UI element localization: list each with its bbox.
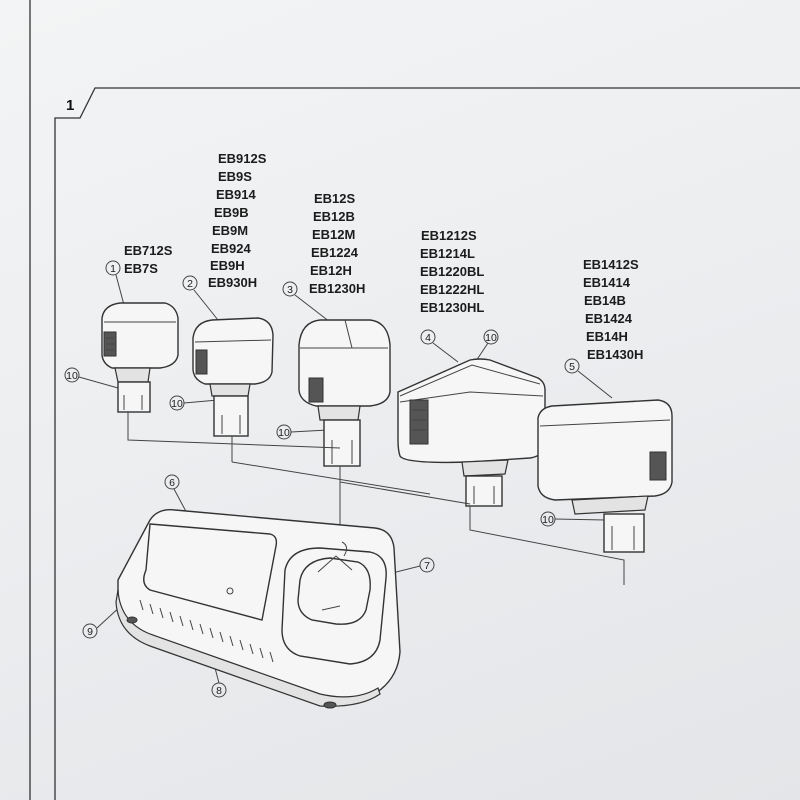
model-label: EB1230HL bbox=[420, 300, 484, 315]
battery-3 bbox=[298, 319, 391, 467]
model-list-4: EB1212S EB1214L EB1220BL EB1222HL EB1230… bbox=[420, 228, 484, 315]
model-label: EB1222HL bbox=[420, 282, 484, 297]
model-label: EB14B bbox=[584, 293, 626, 308]
figure-frame-tab bbox=[54, 87, 800, 800]
model-label: EB12M bbox=[312, 227, 355, 242]
model-list-1: EB712S EB7S bbox=[124, 243, 173, 276]
svg-text:10: 10 bbox=[542, 514, 554, 526]
model-label: EB1430H bbox=[587, 347, 643, 362]
callout-10-a: 10 bbox=[64, 367, 119, 389]
svg-text:6: 6 bbox=[169, 477, 175, 489]
charger bbox=[115, 509, 401, 709]
svg-text:7: 7 bbox=[424, 560, 430, 572]
svg-text:10: 10 bbox=[66, 370, 78, 382]
svg-text:5: 5 bbox=[569, 361, 575, 373]
model-label: EB924 bbox=[211, 241, 252, 256]
model-label: EB1414 bbox=[583, 275, 631, 290]
svg-text:1: 1 bbox=[110, 263, 116, 275]
callout-10-e: 10 bbox=[540, 511, 606, 527]
model-label: EB912S bbox=[218, 151, 267, 166]
model-label: EB1214L bbox=[420, 246, 475, 261]
model-label: EB1212S bbox=[421, 228, 477, 243]
model-label: EB14H bbox=[586, 329, 628, 344]
model-label: EB9H bbox=[210, 258, 245, 273]
svg-text:9: 9 bbox=[87, 626, 93, 638]
model-label: EB9B bbox=[214, 205, 249, 220]
callout-2: 2 bbox=[182, 275, 219, 321]
model-label: EB9M bbox=[212, 223, 248, 238]
model-label: EB1412S bbox=[583, 257, 639, 272]
svg-text:3: 3 bbox=[287, 284, 293, 296]
battery-5 bbox=[537, 399, 673, 553]
model-label: EB930H bbox=[208, 275, 257, 290]
model-label: EB1220BL bbox=[420, 264, 484, 279]
svg-text:2: 2 bbox=[187, 278, 193, 290]
model-label: EB12H bbox=[310, 263, 352, 278]
battery-4 bbox=[397, 358, 546, 507]
model-label: EB712S bbox=[124, 243, 173, 258]
model-label: EB1230H bbox=[309, 281, 365, 296]
model-label: EB1224 bbox=[311, 245, 359, 260]
svg-text:8: 8 bbox=[216, 685, 222, 697]
svg-text:10: 10 bbox=[278, 427, 290, 439]
callout-10-b: 10 bbox=[169, 395, 219, 411]
model-list-3: EB12S EB12B EB12M EB1224 EB12H EB1230H bbox=[309, 191, 365, 296]
callout-3: 3 bbox=[282, 281, 331, 323]
model-label: EB7S bbox=[124, 261, 158, 276]
figure-number: 1 bbox=[66, 97, 74, 114]
svg-text:10: 10 bbox=[171, 398, 183, 410]
callout-5: 5 bbox=[564, 358, 613, 399]
model-label: EB1424 bbox=[585, 311, 633, 326]
model-label: EB12S bbox=[314, 191, 356, 206]
callout-4: 4 bbox=[420, 329, 459, 363]
battery-2 bbox=[192, 317, 274, 437]
callout-1: 1 bbox=[105, 260, 125, 306]
callout-10-c: 10 bbox=[276, 424, 329, 440]
model-label: EB9S bbox=[218, 169, 252, 184]
svg-text:10: 10 bbox=[485, 332, 497, 344]
model-label: EB914 bbox=[216, 187, 257, 202]
model-list-2: EB912S EB9S EB914 EB9B EB9M EB924 EB9H E… bbox=[208, 151, 267, 290]
battery-1 bbox=[101, 302, 179, 413]
model-label: EB12B bbox=[313, 209, 355, 224]
model-list-5: EB1412S EB1414 EB14B EB1424 EB14H EB1430… bbox=[583, 257, 643, 362]
svg-text:4: 4 bbox=[425, 332, 431, 344]
